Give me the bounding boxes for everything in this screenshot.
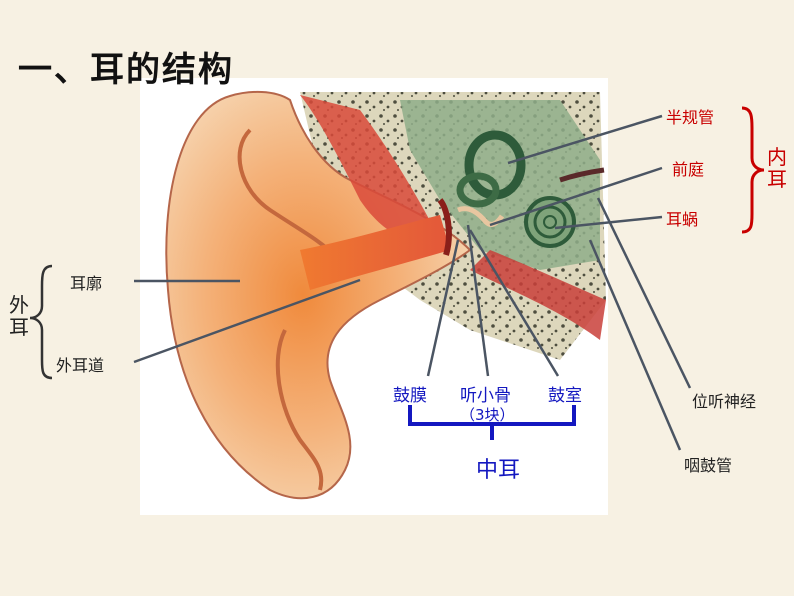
ossicles-shape (457, 206, 505, 227)
label-eustachian-tube: 咽鼓管 (684, 456, 733, 475)
label-semicircular-canals: 半规管 (666, 108, 715, 127)
muscle-tissue (300, 95, 440, 243)
label-ossicle-count: （3块） (460, 406, 515, 424)
label-eardrum: 鼓膜 (393, 386, 427, 406)
cochlea-coil (533, 205, 567, 239)
nerve-shape (559, 167, 605, 183)
inner-ear-brace (741, 106, 765, 234)
auricle-fold (237, 128, 342, 262)
eardrum-shape (437, 198, 452, 256)
label-vestibulocochlear-nerve: 位听神经 (692, 392, 757, 411)
leader-line-canal (133, 278, 361, 364)
label-inner-ear-group: 内耳 (767, 145, 787, 191)
leader-line-vestibule (489, 166, 663, 227)
label-auricle: 耳廓 (70, 274, 103, 293)
auricle-fold-lower (275, 329, 324, 491)
ear-canal-shape (300, 215, 450, 290)
slide-title: 一、耳的结构 (18, 50, 234, 90)
cochlea-core (543, 215, 557, 229)
label-middle-ear-group: 中耳 (476, 458, 521, 483)
label-outer-ear-group: 外耳 (9, 293, 29, 339)
outer-ear-brace (29, 264, 53, 380)
leader-line-tube (588, 239, 682, 451)
leader-line-semicircular (507, 114, 663, 165)
semicircular-canal-shape-2 (456, 172, 500, 208)
leader-line-ossicles (466, 224, 490, 377)
leader-line-eardrum (426, 239, 460, 377)
leader-line-nerve (596, 197, 692, 389)
label-tympanic-cavity: 鼓室 (548, 386, 582, 406)
label-ear-canal: 外耳道 (56, 356, 105, 375)
middle-ear-bracket (408, 405, 576, 440)
label-cochlea: 耳蜗 (666, 210, 699, 229)
label-ossicles: 听小骨 (460, 386, 511, 406)
label-vestibule: 前庭 (672, 160, 705, 179)
tube-tissue (470, 250, 606, 340)
leader-line-tympanic (468, 229, 560, 377)
